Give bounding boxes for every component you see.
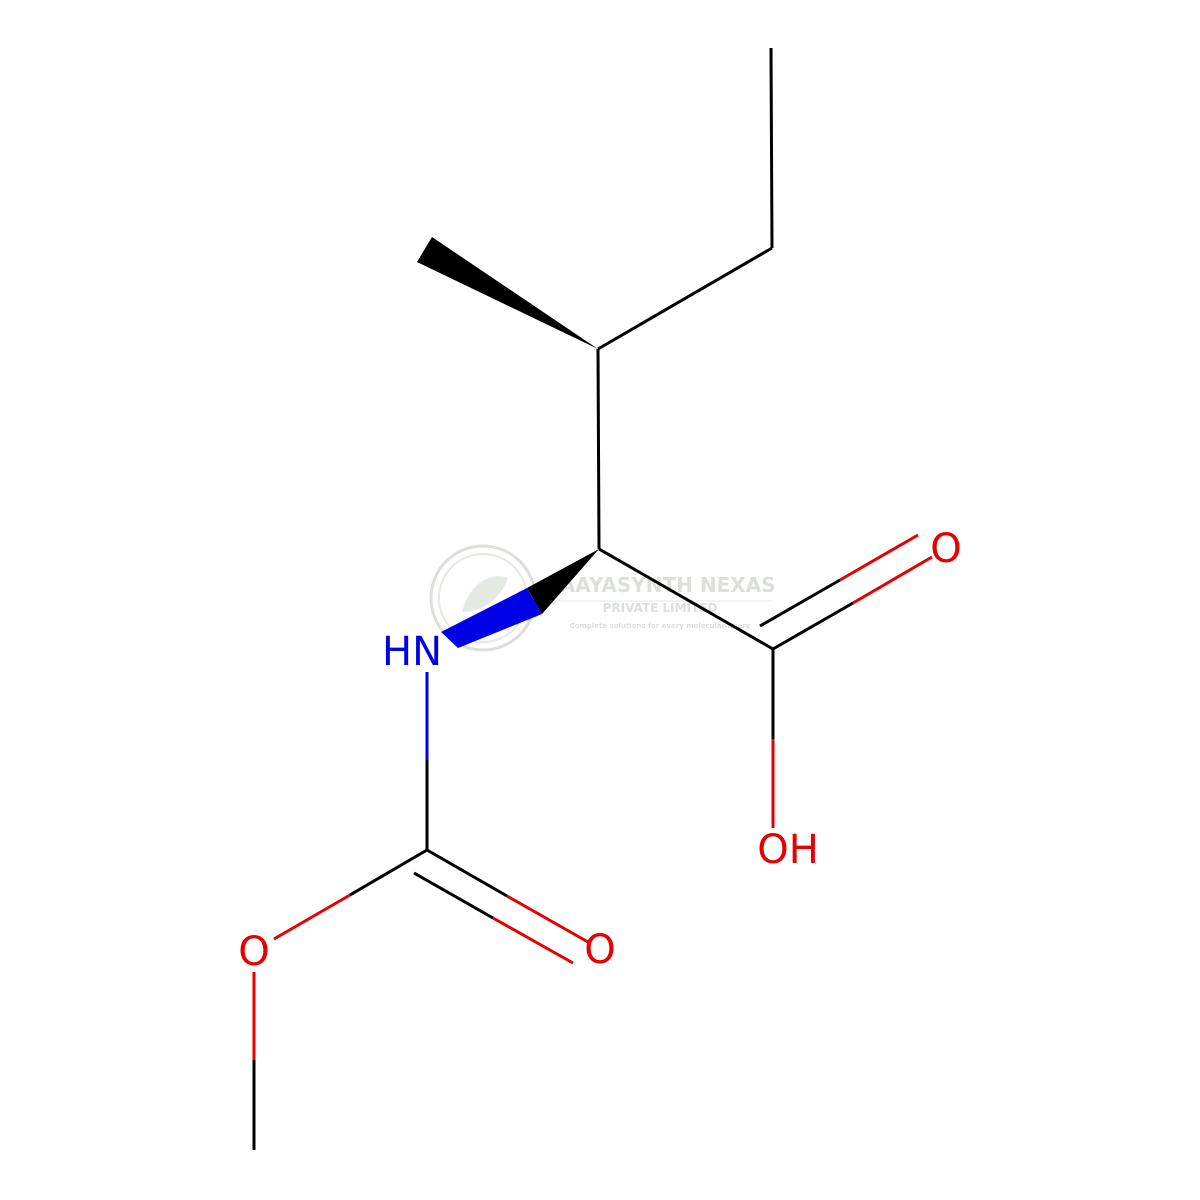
atom-carbonyl-o: O xyxy=(584,927,615,973)
bond-carboxyl-carbonyl-1 xyxy=(772,601,854,651)
atom-carboxyl-o: O xyxy=(930,526,961,572)
atom-ester-o: O xyxy=(238,929,269,975)
atom-hydroxyl: OH xyxy=(757,827,819,873)
bond-carbamate-carbonyl-1 xyxy=(426,848,508,898)
bond-ester-o xyxy=(273,893,351,941)
atom-labels: HN O OH O O xyxy=(238,526,961,975)
bond-carboxyl-o-1 xyxy=(852,555,933,605)
bond-carbonyl-o-2 xyxy=(492,916,574,965)
bond-carboxyl-carbonyl-2 xyxy=(759,578,841,628)
bonds xyxy=(252,47,854,1150)
bond-calpha-carboxyl xyxy=(598,547,774,651)
wedge-calpha-nh xyxy=(441,549,599,648)
bond-ethyl-terminal xyxy=(769,47,774,249)
watermark-subtitle: PRIVATE LIMITED xyxy=(603,601,718,615)
oxygen-bonds xyxy=(252,533,933,1060)
bond-carboxyl-o-2 xyxy=(839,533,919,582)
bond-carbamate-carbonyl-2 xyxy=(413,871,494,920)
bond-carbamate-ester xyxy=(349,848,428,897)
watermark-tagline: Complete solutions for every molecular q… xyxy=(570,622,751,630)
atom-nh: HN xyxy=(382,629,442,675)
bond-carbonyl-o-1 xyxy=(506,894,589,944)
bond-ethyl-ch2 xyxy=(597,246,773,351)
wedge-methyl xyxy=(417,237,598,349)
bond-cbeta-calpha xyxy=(596,348,601,550)
